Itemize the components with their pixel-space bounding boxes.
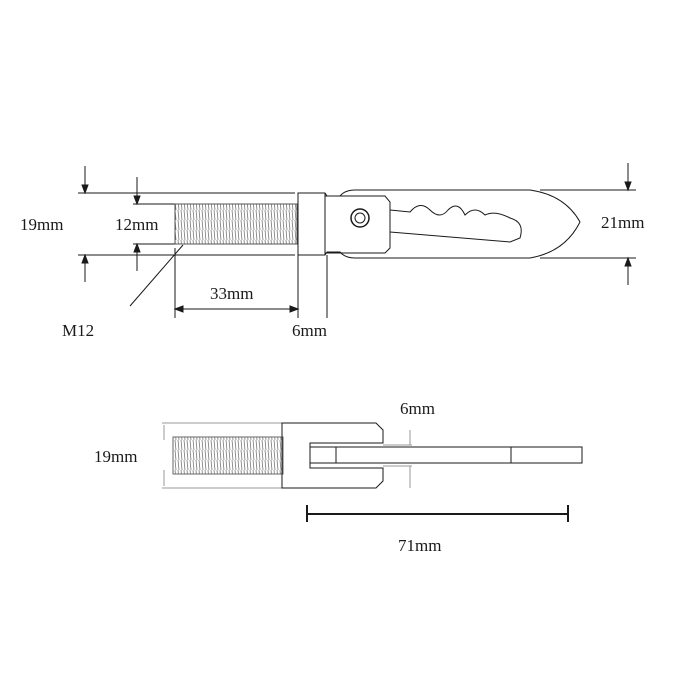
top-view	[78, 163, 636, 318]
thread-spec-label: M12	[62, 321, 95, 340]
top-thread-diameter-label: 12mm	[115, 215, 159, 234]
thread-length-label: 33mm	[210, 284, 254, 303]
top-overall-height-label: 19mm	[20, 215, 64, 234]
shoulder-length-label: 6mm	[292, 321, 327, 340]
blade-width-label: 21mm	[601, 213, 645, 232]
slot-width-label: 6mm	[400, 399, 435, 418]
side-overall-height-label: 19mm	[94, 447, 138, 466]
side-view	[162, 422, 583, 522]
blade-length-label: 71mm	[398, 536, 442, 555]
